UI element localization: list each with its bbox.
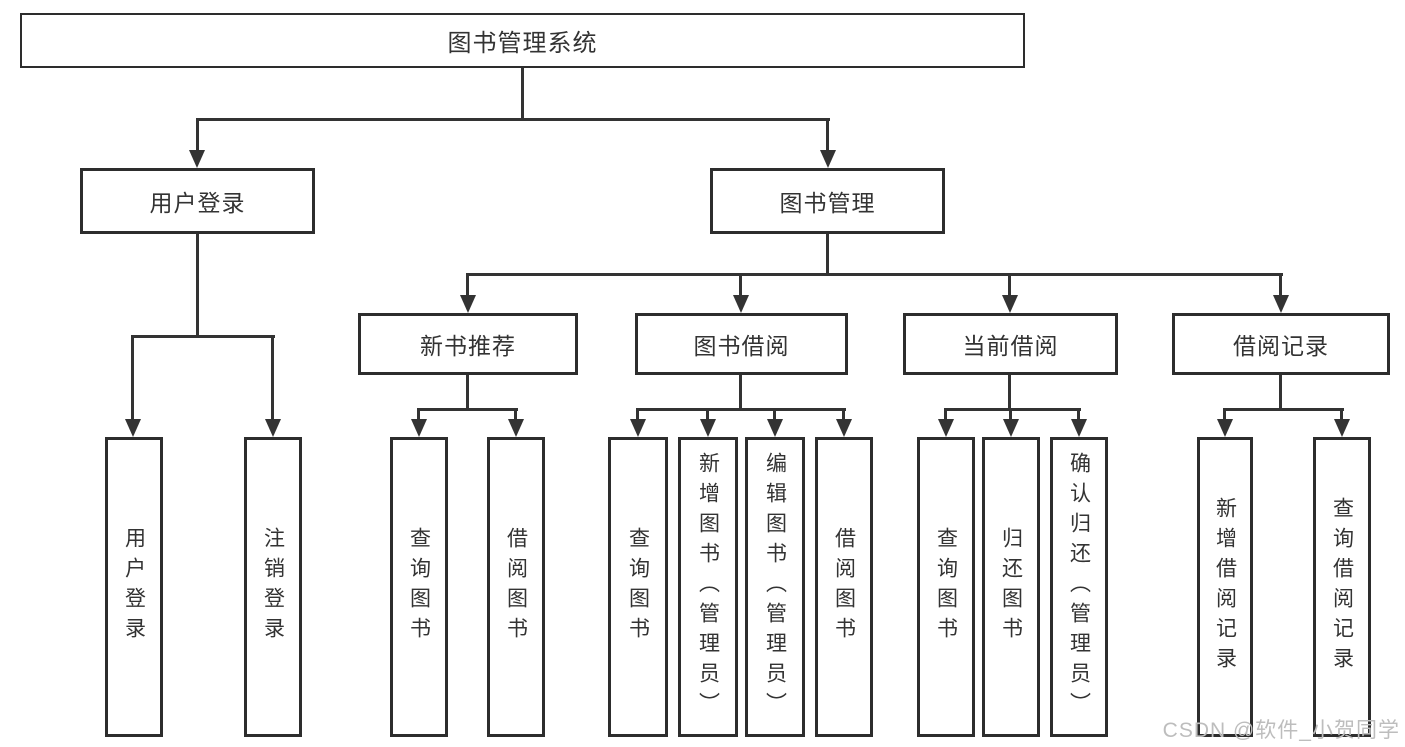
connector-line bbox=[196, 118, 199, 152]
node-user-login: 用户登录 bbox=[80, 168, 315, 234]
node-new-book-recommendation: 新书推荐 bbox=[358, 313, 578, 375]
leaf-query-books-current: 查询图书 bbox=[917, 437, 975, 737]
connector-line bbox=[514, 408, 517, 421]
arrow-down-icon bbox=[411, 419, 427, 437]
connector-line bbox=[417, 408, 420, 421]
connector-line bbox=[773, 408, 776, 421]
leaf-logout: 注销登录 bbox=[244, 437, 302, 737]
arrow-down-icon bbox=[820, 150, 836, 168]
arrow-down-icon bbox=[265, 419, 281, 437]
arrow-down-icon bbox=[125, 419, 141, 437]
arrow-down-icon bbox=[460, 295, 476, 313]
connector-line bbox=[944, 408, 947, 421]
arrow-down-icon bbox=[189, 150, 205, 168]
connector-line bbox=[1279, 273, 1282, 297]
connector-line bbox=[1077, 408, 1080, 421]
arrow-down-icon bbox=[1003, 419, 1019, 437]
connector-line bbox=[826, 234, 829, 273]
connector-line bbox=[1223, 408, 1344, 411]
arrow-down-icon bbox=[1071, 419, 1087, 437]
connector-line bbox=[466, 375, 469, 408]
connector-line bbox=[521, 68, 524, 118]
node-book-borrowing: 图书借阅 bbox=[635, 313, 848, 375]
connector-line bbox=[1340, 408, 1343, 421]
node-library-management-system: 图书管理系统 bbox=[20, 13, 1025, 68]
leaf-edit-book-admin: 编辑图书（管理员） bbox=[745, 437, 805, 737]
connector-line bbox=[466, 273, 1283, 276]
connector-line bbox=[739, 375, 742, 408]
watermark: CSDN @软件_小贺同学 bbox=[1162, 719, 1400, 742]
connector-line bbox=[826, 118, 829, 152]
arrow-down-icon bbox=[1334, 419, 1350, 437]
arrow-down-icon bbox=[700, 419, 716, 437]
leaf-query-books-borrowing: 查询图书 bbox=[608, 437, 668, 737]
node-book-management: 图书管理 bbox=[710, 168, 945, 234]
leaf-borrow-books-recommend: 借阅图书 bbox=[487, 437, 545, 737]
connector-line bbox=[636, 408, 846, 411]
connector-line bbox=[131, 335, 275, 338]
connector-line bbox=[271, 335, 274, 421]
connector-line bbox=[739, 273, 742, 297]
node-borrowing-records: 借阅记录 bbox=[1172, 313, 1390, 375]
leaf-confirm-return-admin: 确认归还（管理员） bbox=[1050, 437, 1108, 737]
arrow-down-icon bbox=[508, 419, 524, 437]
arrow-down-icon bbox=[767, 419, 783, 437]
leaf-add-book-admin: 新增图书（管理员） bbox=[678, 437, 738, 737]
arrow-down-icon bbox=[630, 419, 646, 437]
connector-line bbox=[842, 408, 845, 421]
leaf-query-borrow-record: 查询借阅记录 bbox=[1313, 437, 1371, 737]
leaf-borrow-books-borrowing: 借阅图书 bbox=[815, 437, 873, 737]
connector-line bbox=[944, 408, 1081, 411]
connector-line bbox=[417, 408, 518, 411]
arrow-down-icon bbox=[1217, 419, 1233, 437]
arrow-down-icon bbox=[1002, 295, 1018, 313]
connector-line bbox=[1223, 408, 1226, 421]
leaf-return-books: 归还图书 bbox=[982, 437, 1040, 737]
arrow-down-icon bbox=[836, 419, 852, 437]
connector-line bbox=[1279, 375, 1282, 408]
connector-line bbox=[636, 408, 639, 421]
connector-line bbox=[1009, 408, 1012, 421]
connector-line bbox=[706, 408, 709, 421]
arrow-down-icon bbox=[733, 295, 749, 313]
connector-line bbox=[466, 273, 469, 297]
arrow-down-icon bbox=[1273, 295, 1289, 313]
connector-line bbox=[1008, 273, 1011, 297]
leaf-query-books-recommend: 查询图书 bbox=[390, 437, 448, 737]
leaf-add-borrow-record: 新增借阅记录 bbox=[1197, 437, 1253, 737]
arrow-down-icon bbox=[938, 419, 954, 437]
connector-line bbox=[196, 118, 830, 121]
connector-line bbox=[196, 234, 199, 335]
connector-line bbox=[131, 335, 134, 421]
connector-line bbox=[1008, 375, 1011, 408]
leaf-user-login: 用户登录 bbox=[105, 437, 163, 737]
node-current-borrowing: 当前借阅 bbox=[903, 313, 1118, 375]
